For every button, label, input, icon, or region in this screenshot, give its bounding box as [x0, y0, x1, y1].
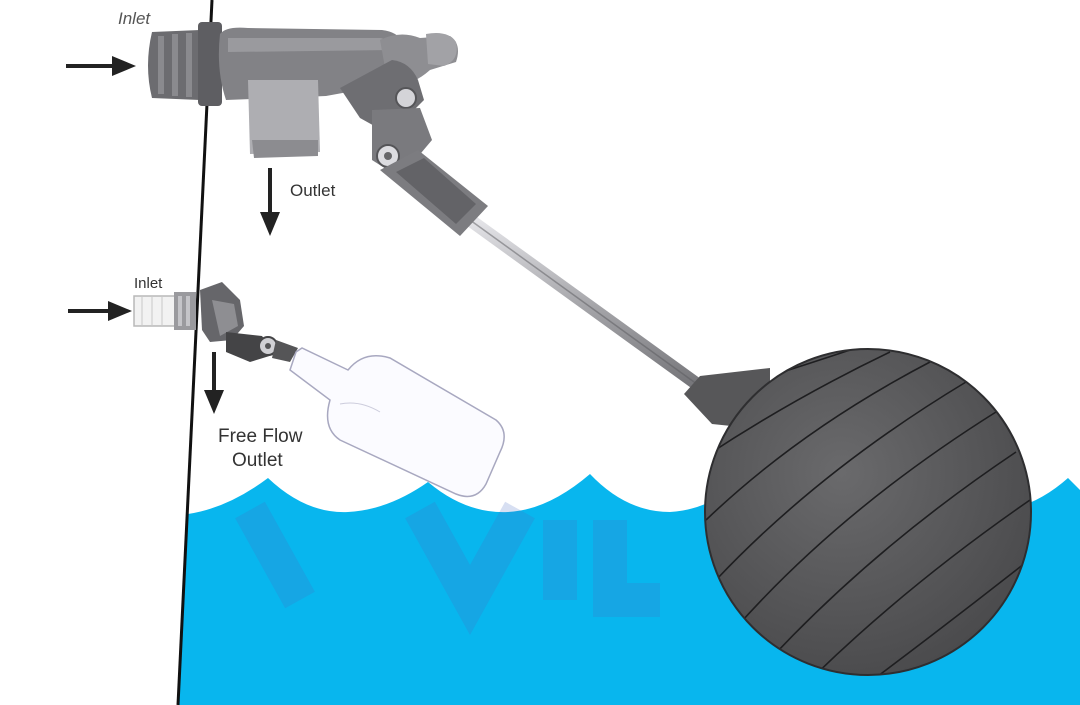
free-flow-label: Free Flow	[218, 426, 303, 447]
free-flow-outlet-label: Outlet	[232, 450, 283, 471]
small-float-valve	[133, 282, 505, 498]
large-float-valve	[148, 22, 719, 402]
float-ball	[684, 348, 1032, 676]
tank-wall	[176, 0, 214, 705]
arrow-icon	[66, 56, 280, 414]
top-outlet-label: Outlet	[290, 181, 336, 200]
small-inlet-label: Inlet	[134, 275, 163, 292]
top-inlet-label: Inlet	[118, 9, 151, 28]
